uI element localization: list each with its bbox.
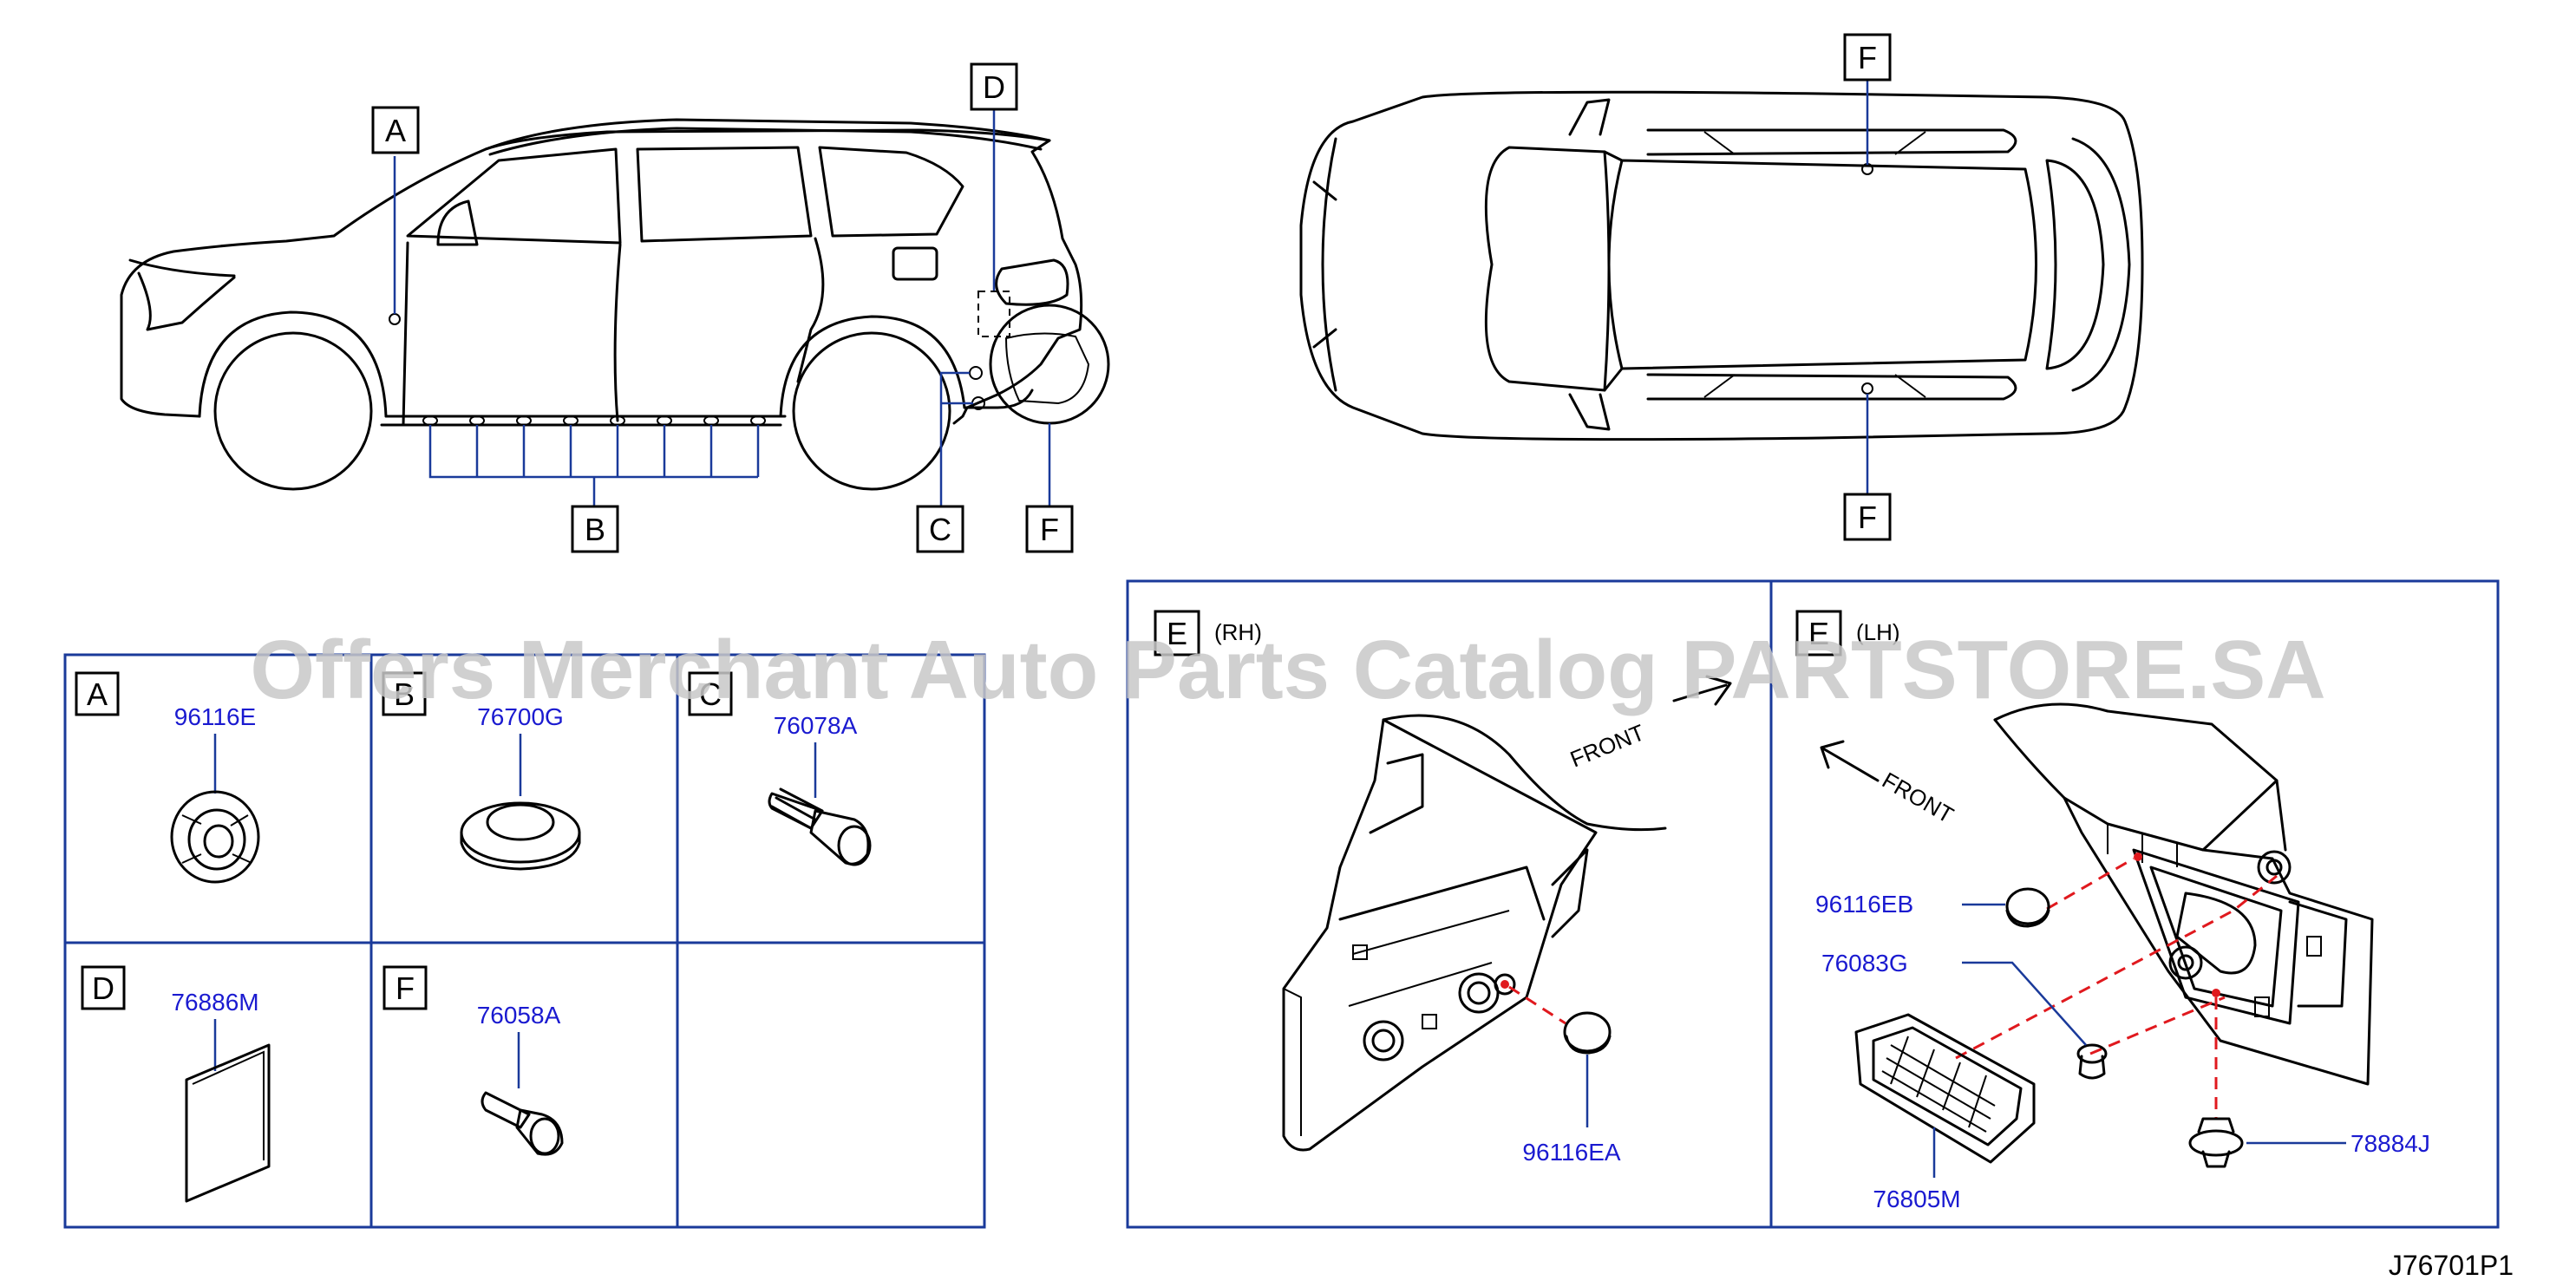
cap-icon	[2005, 887, 2050, 928]
detail-rh-letter: E	[1167, 616, 1187, 651]
part-number-76886m[interactable]: 76886M	[171, 989, 258, 1016]
callout-f-bottom: F	[1843, 493, 1892, 541]
detail-panels	[1126, 579, 2500, 1229]
push-clip-icon	[2188, 1117, 2244, 1168]
part-number-76805m[interactable]: 76805M	[1873, 1186, 1960, 1212]
callout-b-label: B	[585, 512, 605, 547]
table-cell-a: A 96116E	[75, 671, 260, 884]
vent-grille-icon	[1854, 1013, 2036, 1164]
callout-c: C	[916, 505, 964, 553]
callout-f-side: F	[1025, 505, 1074, 553]
table-cell-b: B 76700G	[382, 671, 581, 871]
grommet-icon	[170, 790, 260, 884]
detail-rh-front-label: FRONT	[1566, 719, 1648, 772]
parts-table: A 96116E B 76700G C	[63, 653, 986, 1229]
table-cell-c: C 76078A	[688, 671, 872, 866]
diagram-code: J76701P1	[2389, 1250, 2514, 1281]
cell-a-letter: A	[87, 676, 108, 712]
part-number-76078a[interactable]: 76078A	[774, 712, 858, 739]
part-number-76058a[interactable]: 76058A	[477, 1002, 561, 1029]
cell-c-letter: C	[699, 676, 722, 712]
vehicle-side-view	[120, 118, 1110, 491]
side-view-leaders	[393, 109, 1051, 506]
callout-a-label: A	[385, 113, 406, 148]
callout-f-side-label: F	[1040, 512, 1059, 547]
detail-rh-side: (RH)	[1214, 619, 1262, 645]
detail-lh-front-label: FRONT	[1878, 767, 1958, 828]
plug-icon	[460, 801, 581, 871]
cap-icon	[1563, 1011, 1612, 1055]
callout-c-label: C	[929, 512, 951, 547]
front-arrow-icon	[1820, 740, 1880, 782]
part-number-96116ea[interactable]: 96116EA	[1522, 1139, 1620, 1166]
callout-d-label: D	[983, 69, 1005, 105]
cell-f-letter: F	[396, 970, 415, 1006]
part-number-78884j[interactable]: 78884J	[2350, 1130, 2430, 1157]
callout-d: D	[970, 62, 1018, 111]
bolt-icon	[768, 787, 872, 866]
cell-d-letter: D	[92, 970, 114, 1006]
seal-pad-icon	[185, 1043, 271, 1203]
table-cell-d: D 76886M	[81, 965, 271, 1203]
part-number-76700g[interactable]: 76700G	[477, 703, 564, 730]
part-number-96116e[interactable]: 96116E	[174, 703, 256, 730]
part-number-76083g[interactable]: 76083G	[1821, 950, 1908, 977]
part-number-96116eb[interactable]: 96116EB	[1815, 891, 1913, 918]
callout-f-bottom-label: F	[1858, 500, 1877, 535]
detail-lh-letter: E	[1808, 616, 1829, 651]
detail-lh-side: (LH)	[1856, 619, 1900, 645]
rear-quarter-inner-panel	[1282, 714, 1667, 1152]
watermark: Offers Merchant Auto Parts Catalog PARTS…	[250, 624, 2325, 716]
callout-f-top: F	[1843, 33, 1892, 82]
screw-icon	[481, 1091, 564, 1156]
table-cell-f: F 76058A	[382, 965, 564, 1156]
clip-icon	[2076, 1043, 2108, 1080]
callout-a: A	[371, 106, 420, 154]
rear-quarter-inner-panel-lh	[1993, 702, 2374, 1086]
callout-b: B	[571, 505, 619, 553]
cell-b-letter: B	[394, 676, 415, 712]
front-arrow-icon	[1672, 675, 1732, 706]
detail-rh: E (RH) FRONT 96116E	[1154, 610, 1732, 1166]
vehicle-top-view	[1299, 90, 2144, 441]
callout-f-top-label: F	[1858, 40, 1877, 75]
